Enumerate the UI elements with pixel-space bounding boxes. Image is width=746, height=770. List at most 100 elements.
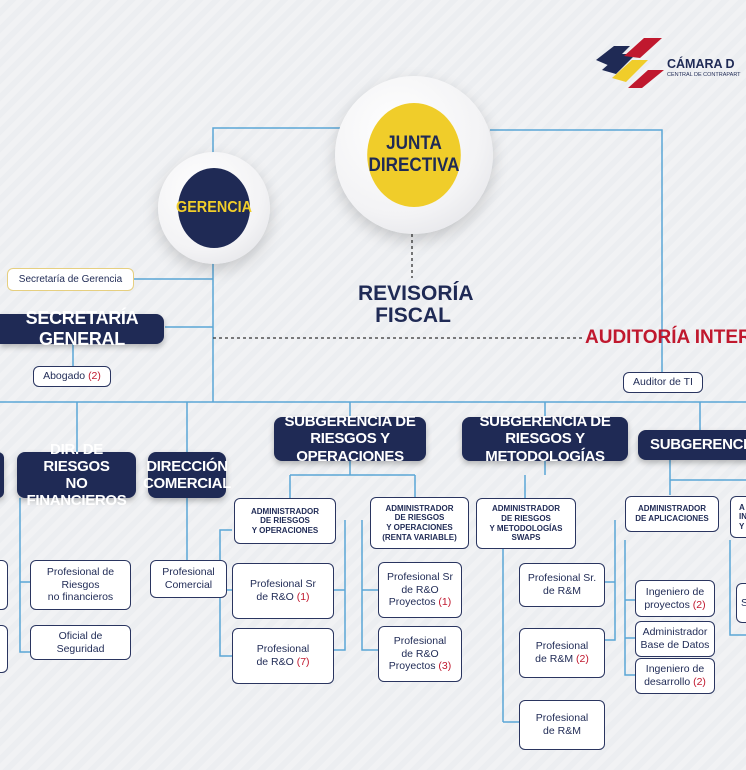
prof-sr-ro-proy-line3: Proyectos [388,596,436,609]
auditor-ti-box: Auditor de TI [623,372,703,393]
prof-rm-2-line2: de R&M [535,653,574,665]
direccion-comercial-line1: DIRECCIÓN [146,457,228,475]
sub-t-line1: SUBGERENCIA DE [650,436,746,454]
partial-left-box-1 [0,560,8,610]
prof-ro-proy-line1: Profesional [393,635,447,648]
prof-riesgos-nf-line1: Profesional de [46,566,115,579]
admin-ro-line2: DE RIESGOS [260,516,310,526]
admin-bd-line1: Administrador [642,626,708,639]
abogado-box: Abogado (2) [33,366,111,387]
prof-sr-ro-line1: Profesional Sr [250,578,316,591]
prof-riesgos-nf-line3: no financieros [47,591,114,604]
auditoria-interna-label: AUDITORÍA INTERNA [585,327,746,348]
partial-s-box: S [736,583,746,623]
oficial-seguridad-line2: Seguridad [56,642,105,655]
ing-desarrollo-count: (2) [693,676,706,688]
ing-desarrollo-line2: desarrollo [644,676,691,688]
sub-rm-line1: SUBGERENCIA DE [479,413,611,431]
prof-ro-count: (7) [296,656,310,668]
junta-line2: DIRECTIVA [368,155,460,176]
dir-riesgos-nf-line2: NO FINANCIEROS [26,475,127,510]
prof-sr-ro-proy-count: (1) [438,596,452,609]
abogado-count: (2) [88,370,101,383]
ing-desarrollo-line1: Ingeniero de [645,663,705,676]
prof-sr-rm-line1: Profesional Sr. [527,572,597,585]
prof-sr-rm-line2: de R&M [543,585,581,597]
admin-partial-line3: Y [739,521,745,531]
prof-sr-rm-box: Profesional Sr.de R&M [519,563,605,607]
admin-apps-line1: ADMINISTRADOR [638,504,706,514]
gerencia-label: GERENCIA [176,198,253,216]
logo-subtitle: CENTRAL DE CONTRAPART [667,72,741,78]
revisoria-line1: REVISORÍA [358,282,474,305]
admin-rm-line2: DE RIESGOS [501,513,551,523]
ing-proyectos-count: (2) [692,598,706,611]
revisoria-fiscal: REVISORÍA FISCAL [358,282,474,327]
oficial-seguridad-line1: Oficial de [58,629,103,642]
admin-ro-rv-line4: (RENTA VARIABLE) [382,532,457,542]
prof-ro-line1: Profesional [256,643,310,656]
prof-ro-proy-line3: Proyectos [388,660,436,673]
admin-bd-line2: Base de Datos [640,639,710,651]
admin-apps-line2: DE APLICACIONES [635,514,709,523]
secretaria-gerencia-box: Secretaría de Gerencia [7,268,134,291]
subgerencia-t-box: SUBGERENCIA DE [638,430,746,460]
admin-rm-line4: SWAPS [511,533,541,543]
prof-rm-2-count: (2) [576,653,589,665]
auditor-ti-label: Auditor de TI [633,376,693,389]
secretaria-general-box: SECRETARÍA GENERAL [0,308,164,349]
gerencia-node: GERENCIA [158,152,270,264]
admin-ro-line3: Y OPERACIONES [251,525,319,535]
admin-ro-line1: ADMINISTRADOR [251,506,319,516]
prof-sr-ro-count: (1) [296,591,310,603]
prof-sr-ro-proy-line2: de R&O [401,583,439,596]
prof-rm-line1: Profesional [535,712,589,725]
partial-left-box-2 [0,625,8,673]
dir-riesgos-nf-line1: DIR. DE RIESGOS [43,440,110,475]
admin-rm-line1: ADMINISTRADOR [491,504,560,514]
sub-ro-line1: SUBGERENCIA DE [284,413,416,431]
auditoria-interna: AUDITORÍA INTERNA [585,328,746,348]
admin-ro-rv-line3: Y OPERACIONES [386,523,453,532]
prof-rm-line2: de R&M [543,725,581,737]
prof-comercial-line2: Comercial [164,579,213,591]
admin-ro-rv-line1: ADMINISTRADOR [385,503,454,513]
admin-ro-rv-line2: DE RIESGOS [394,513,445,523]
sub-ro-line2: RIESGOS Y OPERACIONES [296,430,404,465]
ing-proyectos-line1: Ingeniero de [645,585,705,598]
prof-ro-proy-count: (3) [438,660,452,673]
prof-riesgos-nf-line2: Riesgos [61,578,100,591]
ing-proyectos-line2: proyectos [644,598,690,611]
junta-line1: JUNTA [386,133,442,155]
prof-ro-proy-line2: de R&O [401,647,439,660]
logo-mark [596,38,664,88]
admin-rm-line3: Y METODOLOGÍAS [489,523,563,533]
direccion-comercial-line2: COMERCIAL [142,475,232,492]
abogado-label: Abogado [43,370,86,383]
sub-rm-line2: RIESGOS Y METODOLOGÍAS [485,430,605,465]
partial-left-box [0,452,4,498]
partial-s-label: S [741,596,746,609]
secretaria-gerencia-label: Secretaría de Gerencia [18,273,123,285]
